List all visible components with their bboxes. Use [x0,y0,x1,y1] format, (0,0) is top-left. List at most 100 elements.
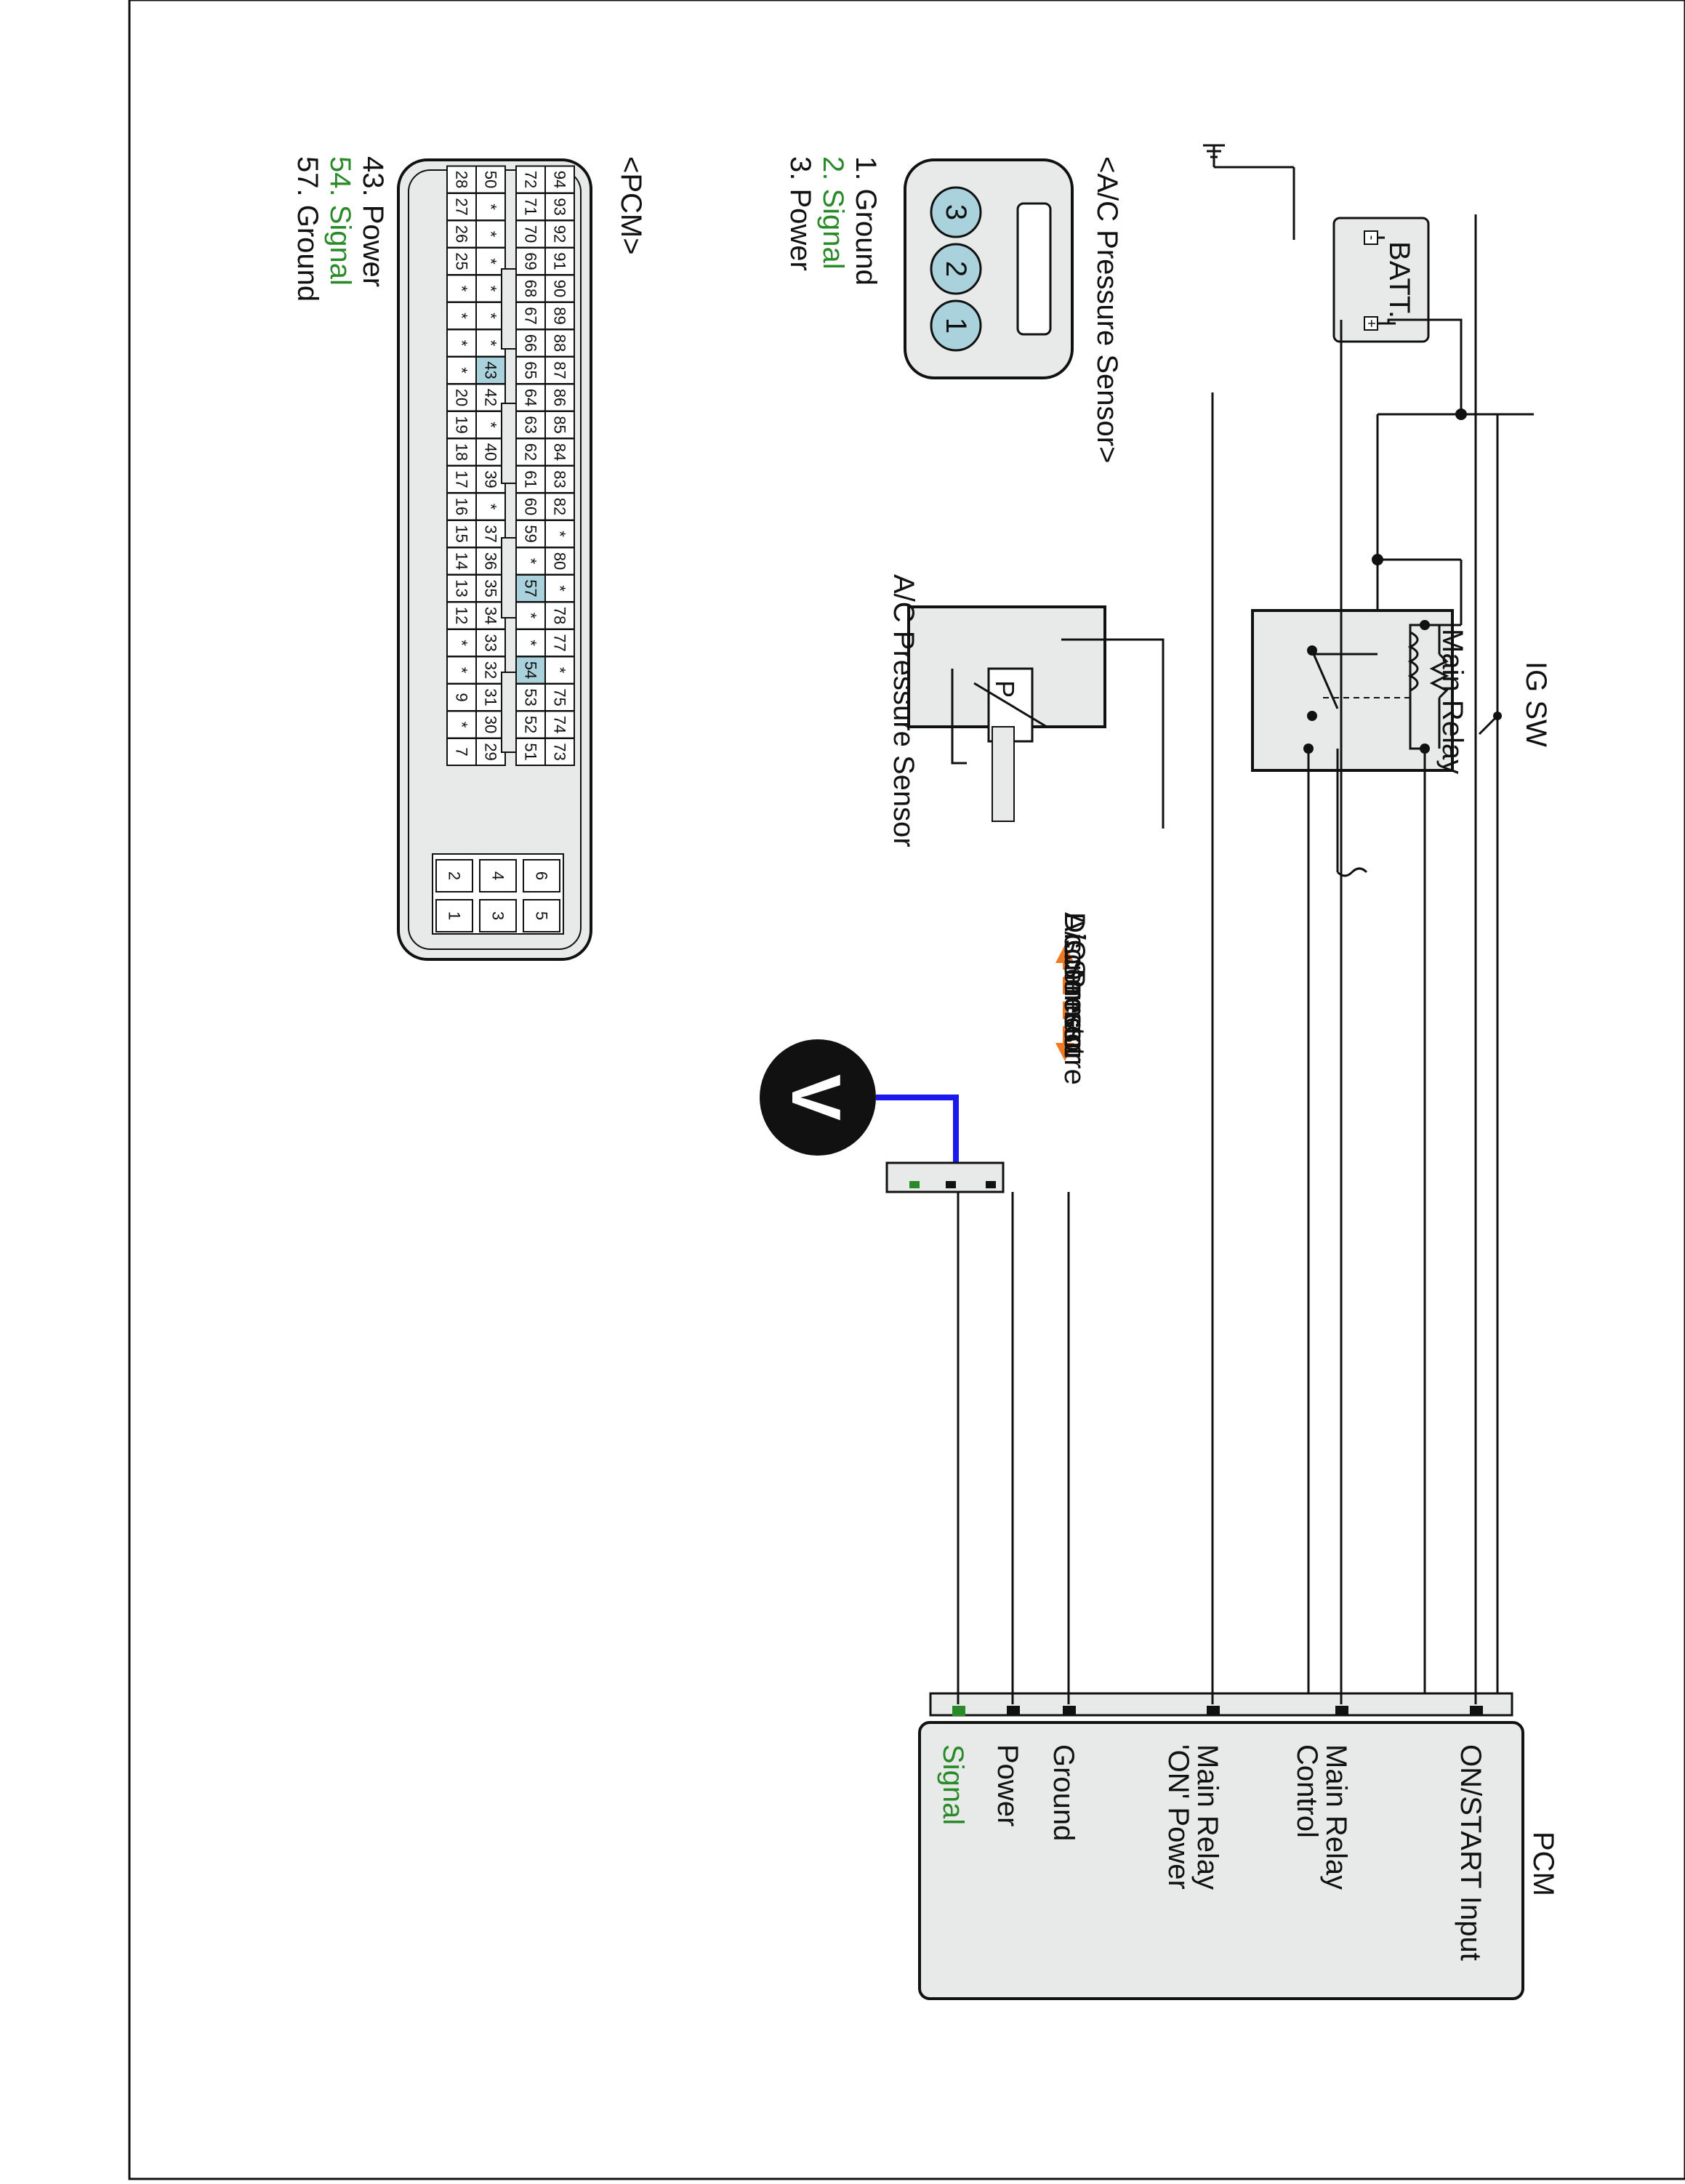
pcm-pin-label: 64 [522,389,540,406]
pcm-pin-label: 68 [522,280,540,297]
pcm-pin-cell [515,601,546,630]
pcm-pin-label: * [482,231,500,238]
pcm-pin-label: 35 [482,579,500,597]
pcm-pin-cell [544,656,575,685]
pcm-small-pin-cell [523,859,560,892]
sensor-pin-1 [930,299,982,352]
pcm-pin-label: 93 [551,198,569,215]
pcm-pin-label: 32 [482,661,500,679]
sensor-pin-3-label: 3 [940,204,972,220]
pcm-pin-cell [544,547,575,576]
pcm-pin-label: 90 [551,280,569,297]
pcm-small-pin-label: 2 [446,871,464,880]
pcm-pin-label: 12 [453,607,471,624]
pcm-key-bar [501,537,517,618]
pcm-pin-label: 17 [453,470,471,488]
pcm-pin-grid: 94939291908988878685848382*80*7877*75747… [446,165,575,766]
pcm-pin-cell [475,356,506,384]
pcm-pin-label: 39 [482,470,500,488]
pcm-pin-cell [475,411,506,439]
pcm-pin-cell [544,738,575,766]
pcm-pin-cell [475,219,506,249]
note-line4: connector [1058,934,1090,1062]
ac-pressure-sensor: P A/C Pressure Sensor [888,574,1165,847]
pcm-pin-cell [446,710,477,739]
pcm-pin-cell [446,601,477,630]
pcm-pin-cell [446,247,477,275]
battery-label: BATT. [1383,241,1415,318]
pcm-small-pin-cell [479,899,517,932]
pcm-pin-cell [515,465,546,493]
pcm-pin-label: 77 [551,634,569,651]
pcm-pin-cell [446,465,477,493]
pcm-pin-label: 26 [453,225,471,243]
pcm-pin-label: 29 [482,743,500,760]
note-line1: Disconnect [1058,912,1090,1056]
pcm-wires [957,214,1477,1704]
pcm-pin-cell [544,520,575,548]
ig-switch: IG SW [1478,661,1552,747]
pcm-pin-label: 80 [551,552,569,570]
pcm-pin-label: 62 [522,443,540,461]
pcm-pin-label: 63 [522,416,540,433]
pcm-key-bar [501,672,517,753]
pcm-key-bar [501,268,517,350]
pcm-pin-cell [544,629,575,657]
pcm-pin-cell [475,274,506,303]
sensor-connector-face: 3 2 1 [904,158,1074,379]
pcm-small-pin-label: 1 [446,911,464,920]
pcm-pin-cell [475,165,506,194]
pcm-pin-label: 52 [522,716,540,733]
pcm-pin-cell [446,738,477,766]
pcm-pin-label: * [482,340,500,347]
pcm-pin-label: * [482,422,500,428]
pcm-small-pin-label: 5 [533,911,551,920]
pcm-pin-label: 83 [551,470,569,488]
pcm-pin-label: 20 [453,389,471,406]
pcm-legend-1: 43. Power [357,156,389,287]
pcm-title: PCM [1527,1832,1559,1896]
note-line2: A/C Pressure [1058,912,1090,1085]
pcm-pin-on-start: ON/START Input [1455,1744,1487,1961]
pcm-pin-label: 92 [551,225,569,243]
pcm-pin-label: 66 [522,334,540,352]
pcm-pin-label: 61 [522,470,540,488]
pcm-pin-label: 67 [522,307,540,324]
pcm-pin-label: * [453,313,471,319]
sensor-pin-2-label: 2 [940,261,972,277]
pcm-small-pin-label: 6 [533,871,551,880]
pcm-pin-cell [446,438,477,467]
pcm-pin-label: 28 [453,171,471,188]
sensor-legend-3: 3. Power [784,156,816,271]
battery-pos-label: + [1363,319,1379,328]
pcm-pin-label: 85 [551,416,569,433]
pcm-legend-3: 57. Ground [291,156,323,302]
pcm-pin-label: * [453,640,471,646]
pcm-pin-label: * [482,204,500,210]
pcm-pin-label: * [482,504,500,510]
pcm-pin-label: 33 [482,634,500,651]
sensor-pin-1-label: 1 [940,318,972,334]
sensor-legend-1: 1. Ground [850,156,882,286]
pcm-pin-cell [544,247,575,275]
pcm-pin-label: 88 [551,334,569,352]
battery: - + BATT. [1203,144,1463,414]
pcm-pin-label: 37 [482,525,500,542]
sensor-mating-connector [885,1161,1005,1193]
pcm-pin-label: 70 [522,225,540,243]
pcm-pin-label: 75 [551,688,569,706]
ig-switch-label: IG SW [1520,661,1552,747]
pcm-pin-label: 7 [453,747,471,756]
pcm-pin-cell [515,219,546,249]
pcm-pin-label: 14 [453,552,471,570]
pcm-pin-label: 78 [551,607,569,624]
pcm-pin-cell [475,465,506,493]
pcm-pin-cell [544,193,575,221]
sensor-legend-2: 2. Signal [817,156,849,270]
pcm-pin-label: 53 [522,688,540,706]
pcm-pin-label: 59 [522,525,540,542]
pcm-pin-label: * [551,531,569,537]
pcm-terminals [952,1706,1483,1716]
